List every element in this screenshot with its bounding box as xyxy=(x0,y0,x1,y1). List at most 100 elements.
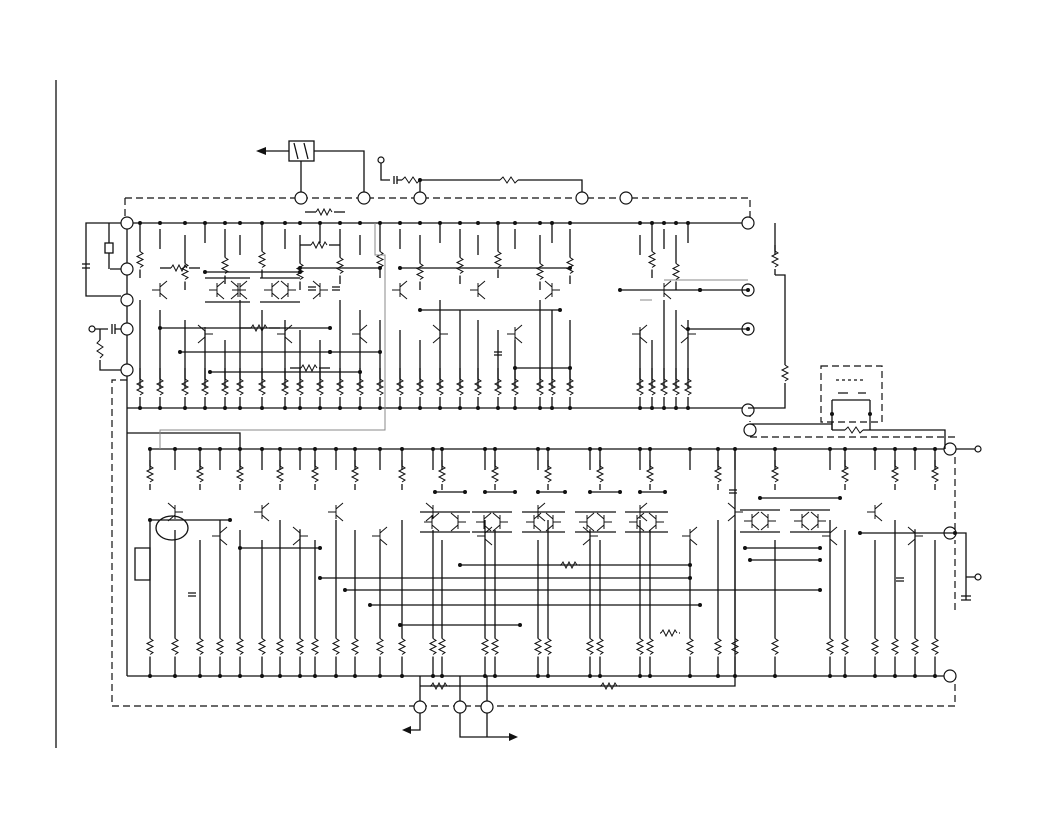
wire xyxy=(522,511,565,533)
wire xyxy=(420,511,470,533)
junction xyxy=(913,674,917,678)
junction xyxy=(338,406,342,410)
junction xyxy=(513,221,517,225)
junction xyxy=(368,603,372,607)
junction xyxy=(458,406,462,410)
resistor xyxy=(235,465,245,483)
resistor xyxy=(647,251,657,268)
junction xyxy=(278,674,282,678)
junction xyxy=(418,308,422,312)
capacitor xyxy=(494,351,502,356)
resistor xyxy=(295,263,305,280)
resistor xyxy=(685,638,695,655)
junction xyxy=(260,221,264,225)
junction xyxy=(513,366,517,370)
junction xyxy=(933,674,937,678)
transistor xyxy=(507,324,523,344)
junction xyxy=(496,406,500,410)
junction xyxy=(563,490,567,494)
transistor xyxy=(209,280,225,300)
resistor xyxy=(671,378,681,396)
junction xyxy=(638,674,642,678)
junction xyxy=(218,674,222,678)
resistor xyxy=(220,257,230,274)
resistor xyxy=(730,638,740,655)
junction xyxy=(338,221,342,225)
junction xyxy=(518,623,522,627)
resistor xyxy=(535,263,545,280)
junction xyxy=(648,674,652,678)
resistor xyxy=(375,638,385,655)
junction xyxy=(650,406,654,410)
junction xyxy=(440,447,444,451)
junction xyxy=(483,674,487,678)
junction xyxy=(588,447,592,451)
junction xyxy=(873,447,877,451)
bottom-pins xyxy=(402,700,518,741)
junction xyxy=(513,406,517,410)
resistor xyxy=(355,378,365,396)
junction xyxy=(400,447,404,451)
resistor xyxy=(200,378,210,396)
junction xyxy=(138,221,142,225)
junction xyxy=(198,674,202,678)
transistor xyxy=(470,280,486,300)
junction xyxy=(318,406,322,410)
resistor xyxy=(683,378,693,396)
resistor xyxy=(428,638,438,655)
junction xyxy=(438,221,442,225)
resistor xyxy=(145,638,155,655)
junction xyxy=(378,674,382,678)
junction xyxy=(743,546,747,550)
junction xyxy=(746,288,750,292)
resistor xyxy=(415,263,425,280)
junction xyxy=(148,447,152,451)
ceramic-filter xyxy=(288,140,315,162)
junction xyxy=(238,546,242,550)
junction xyxy=(378,350,382,354)
transistor xyxy=(760,511,776,531)
resistor xyxy=(435,378,445,396)
resistor xyxy=(257,638,267,655)
wire xyxy=(472,511,512,533)
junction xyxy=(418,221,422,225)
resistor xyxy=(350,465,360,483)
junction xyxy=(398,221,402,225)
junction xyxy=(353,447,357,451)
wire xyxy=(205,277,250,303)
junction xyxy=(662,406,666,410)
resistor xyxy=(600,681,618,691)
junction xyxy=(638,490,642,494)
resistor xyxy=(870,638,880,655)
junction xyxy=(398,406,402,410)
resistor xyxy=(280,378,290,396)
junction xyxy=(173,447,177,451)
transistor xyxy=(312,280,328,300)
resistor xyxy=(395,378,405,396)
right-pins-upper xyxy=(741,216,757,437)
resistor xyxy=(840,465,850,483)
wire xyxy=(159,223,386,449)
transistor xyxy=(328,502,344,522)
resistor xyxy=(840,638,850,655)
resistor xyxy=(145,465,155,483)
resistor xyxy=(825,638,835,655)
junction xyxy=(238,406,242,410)
junction xyxy=(674,406,678,410)
resistor xyxy=(257,251,267,268)
junction xyxy=(463,490,467,494)
junction xyxy=(158,406,162,410)
junction xyxy=(686,221,690,225)
junction xyxy=(536,490,540,494)
junction xyxy=(546,447,550,451)
right-pins-lower xyxy=(943,442,982,683)
resistor xyxy=(595,638,605,655)
resistor xyxy=(473,378,483,396)
junction xyxy=(183,406,187,410)
resistor xyxy=(770,465,780,483)
resistor xyxy=(437,638,447,655)
junction xyxy=(298,447,302,451)
resistor xyxy=(235,638,245,655)
junction xyxy=(688,447,692,451)
